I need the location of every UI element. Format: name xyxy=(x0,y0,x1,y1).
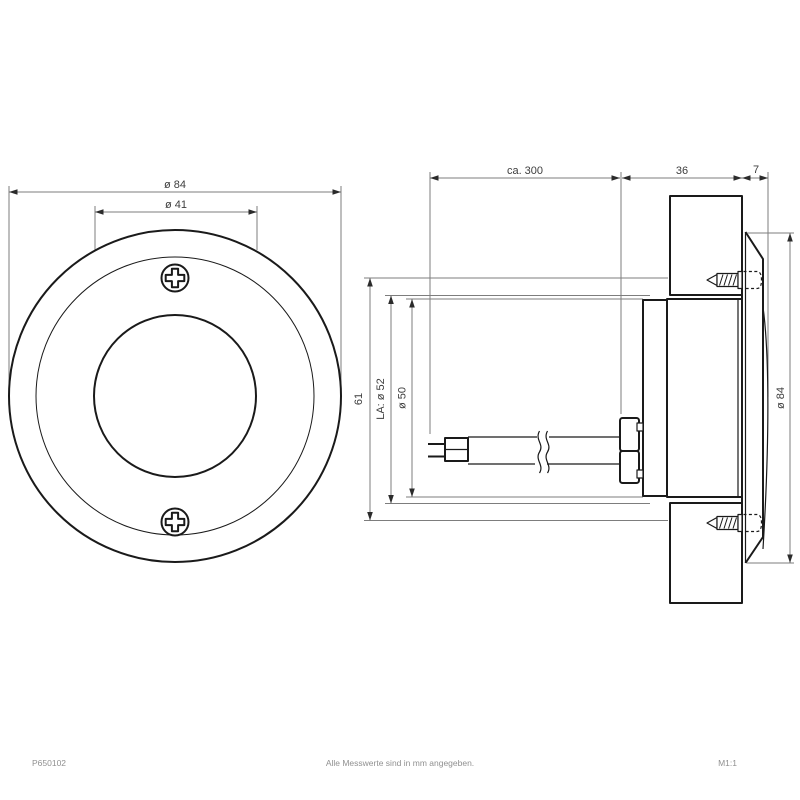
units-note: Alle Messwerte sind in mm angegeben. xyxy=(326,758,474,768)
housing xyxy=(642,298,743,498)
bezel xyxy=(741,231,769,564)
cable xyxy=(428,430,620,474)
front-view: ø 84 ø 41 xyxy=(8,179,342,563)
article-number: P650102 xyxy=(32,758,66,768)
dim-side-cutout: LA: ø 52 xyxy=(375,295,650,504)
dim-side-horizontal-chain: ca. 300 36 7 xyxy=(429,164,769,434)
cable-break-icon xyxy=(537,430,542,474)
mounting-screw-top wood-screw-icon xyxy=(706,270,763,290)
scale-note: M1:1 xyxy=(718,758,737,768)
cable-gland xyxy=(619,417,644,484)
dim-side-fixing-height: 61 xyxy=(353,277,668,521)
front-outer-rim xyxy=(8,229,342,563)
dim-label-cable-length: ca. 300 xyxy=(507,165,543,177)
mounting-screw-bottom wood-screw-icon xyxy=(706,513,763,533)
dim-label-recess-depth: 36 xyxy=(676,165,688,177)
dim-label-body-diameter: ø 50 xyxy=(397,387,409,409)
footer: P650102 Alle Messwerte sind in mm angege… xyxy=(32,758,737,768)
side-view: ca. 300 36 7 61 LA: ø 52 ø 50 xyxy=(353,164,794,604)
front-middle-rim xyxy=(35,256,315,536)
dim-label-front-diameter: ø 84 xyxy=(775,387,787,409)
front-screw-bottom phillips-screw-icon xyxy=(160,507,190,537)
dim-label-fixing-height: 61 xyxy=(353,393,365,405)
dim-front-outer-diameter: ø 84 xyxy=(8,179,342,393)
dim-label-bezel-depth: 7 xyxy=(753,164,759,176)
cable-break-icon xyxy=(545,430,550,474)
front-inner-aperture xyxy=(93,314,257,478)
cable-connector xyxy=(428,437,469,462)
dim-front-cutout-circle: ø 41 xyxy=(94,199,258,250)
dim-label-cutout: LA: ø 52 xyxy=(375,378,387,420)
front-screw-top phillips-screw-icon xyxy=(160,263,190,293)
bezel-dome-arc xyxy=(762,306,769,550)
dim-label-front-outer: ø 84 xyxy=(164,179,186,191)
dim-label-front-cutout: ø 41 xyxy=(165,199,187,211)
dim-side-body-diameter: ø 50 xyxy=(397,298,643,498)
dim-side-front-diameter: ø 84 xyxy=(747,232,794,564)
